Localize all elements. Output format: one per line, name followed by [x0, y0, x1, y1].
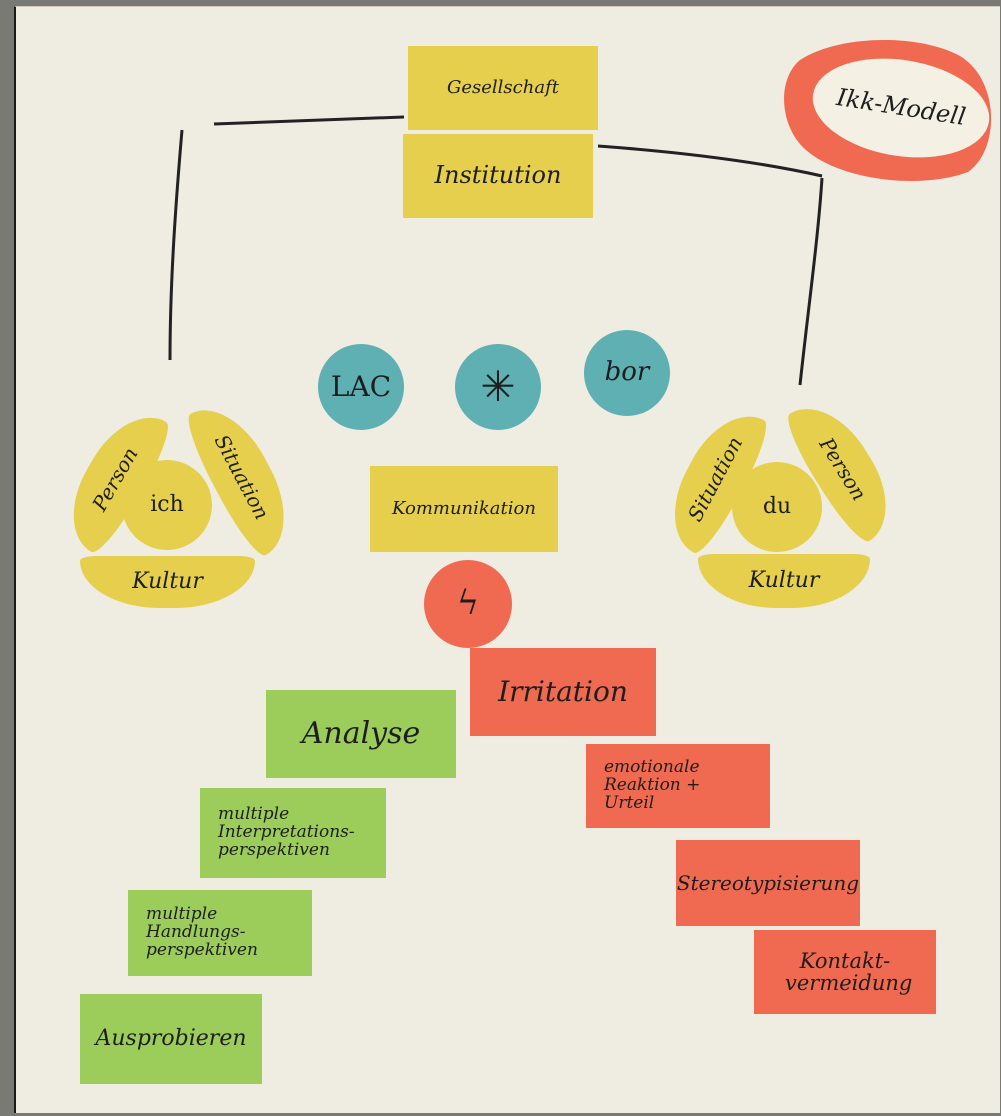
bor-circle: bor: [584, 330, 670, 416]
kommunikation-label: Kommunikation: [392, 497, 536, 519]
bor-label: bor: [604, 357, 650, 388]
interpretations-label: multiple Interpretations- perspektiven: [218, 804, 355, 860]
ich-label: ich: [150, 492, 184, 518]
lightning-icon: ϟ: [456, 583, 480, 624]
kommunikation-card: Kommunikation: [370, 466, 558, 552]
kontakt-label: Kontakt- vermeidung: [785, 948, 913, 995]
kontakt-card: Kontakt- vermeidung: [754, 930, 936, 1014]
analyse-label: Analyse: [301, 716, 421, 752]
irritation-label: Irritation: [498, 675, 628, 709]
reaktion-label: emotionale Reaktion + Urteil: [604, 757, 701, 813]
du-label: du: [762, 494, 792, 520]
gesellschaft-label: Gesellschaft: [447, 76, 559, 98]
institution-label: Institution: [434, 161, 562, 190]
lightning-circle: ϟ: [424, 560, 512, 648]
analyse-card: Analyse: [266, 690, 456, 778]
star-icon: ✳: [480, 361, 516, 411]
gesellschaft-card: Gesellschaft: [408, 46, 598, 130]
stereotypisierung-label: Stereotypisierung: [676, 870, 860, 895]
ausprobieren-label: Ausprobieren: [95, 1026, 247, 1052]
interpretations-card: multiple Interpretations- perspektiven: [200, 788, 386, 878]
model-badge-label: Ikk-Modell: [834, 83, 968, 132]
star-circle: ✳: [455, 344, 541, 430]
institution-card: Institution: [403, 134, 593, 218]
reaktion-card: emotionale Reaktion + Urteil: [586, 744, 770, 828]
left-kultur-label: Kultur: [132, 569, 203, 595]
handlungs-card: multiple Handlungs- perspektiven: [128, 890, 312, 976]
irritation-card: Irritation: [470, 648, 656, 736]
right-kultur-label: Kultur: [748, 568, 820, 594]
left-person-label: Person: [86, 442, 143, 515]
ausprobieren-card: Ausprobieren: [80, 994, 262, 1084]
lac-label: LAC: [330, 370, 392, 404]
right-person-label: Person: [814, 433, 872, 505]
lac-circle: LAC: [318, 344, 404, 430]
stereotypisierung-card: Stereotypisierung: [676, 840, 860, 926]
handlungs-label: multiple Handlungs- perspektiven: [146, 904, 258, 960]
